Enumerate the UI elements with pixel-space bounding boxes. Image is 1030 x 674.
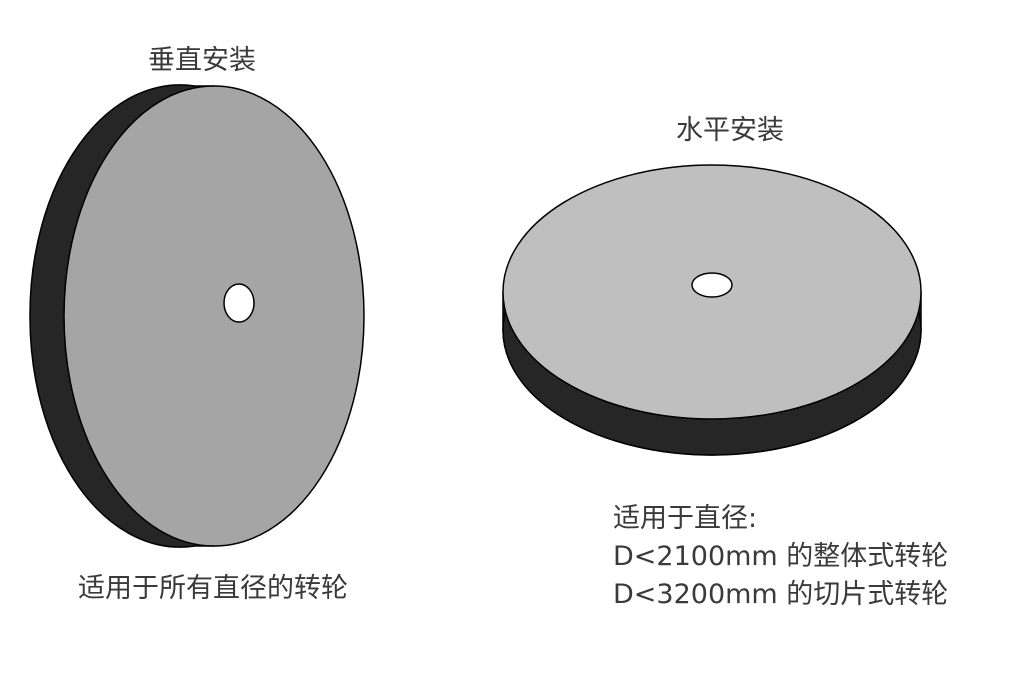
horizontal-caption-line-2: D<3200mm 的切片式转轮 xyxy=(613,579,949,610)
vertical-wheel-hub xyxy=(223,283,255,323)
horizontal-install-caption: 适用于直径: D<2100mm 的整体式转轮 D<3200mm 的切片式转轮 xyxy=(613,500,948,614)
horizontal-caption-heading: 适用于直径: xyxy=(613,503,758,534)
horizontal-caption-line-1: D<2100mm 的整体式转轮 xyxy=(613,541,949,572)
horizontal-wheel xyxy=(502,164,922,456)
vertical-install-caption: 适用于所有直径的转轮 xyxy=(78,573,348,604)
horizontal-wheel-hub xyxy=(691,272,733,298)
vertical-wheel xyxy=(29,84,365,548)
vertical-wheel-face xyxy=(63,85,365,547)
vertical-install-title: 垂直安装 xyxy=(148,45,256,76)
horizontal-install-title: 水平安装 xyxy=(676,115,784,146)
